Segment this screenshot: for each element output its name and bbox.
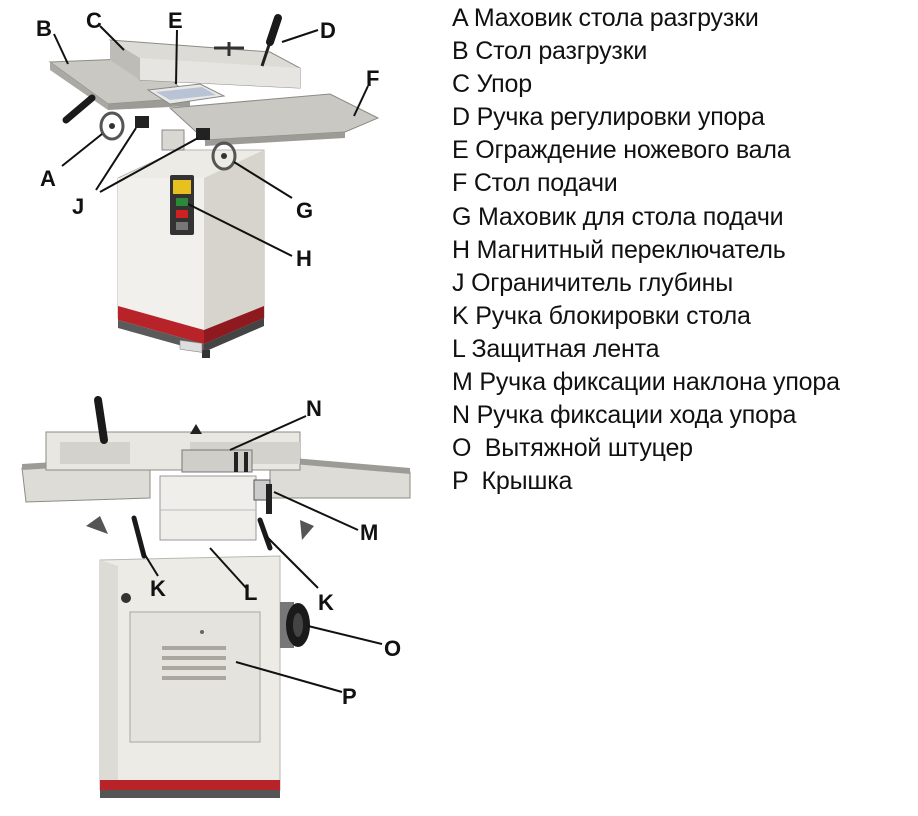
leader-C bbox=[99, 25, 125, 51]
table-lock-handles bbox=[86, 515, 314, 559]
dust-port bbox=[280, 602, 310, 648]
cover-vent-slots bbox=[162, 646, 226, 680]
jointer-rear-view-illustration: N M K L K O P bbox=[21, 396, 411, 798]
magnetic-switch bbox=[170, 175, 194, 235]
leader-H bbox=[187, 203, 293, 257]
outfeed-handwheel bbox=[62, 94, 149, 141]
legend-item-C: C Упор bbox=[452, 70, 532, 99]
leader-J-2 bbox=[99, 137, 199, 193]
callout-O: O bbox=[384, 636, 401, 661]
leader-N bbox=[229, 415, 307, 451]
cabinet-stand bbox=[99, 555, 281, 798]
callout-A: A bbox=[40, 166, 56, 191]
leader-G bbox=[233, 161, 293, 199]
callout-N: N bbox=[306, 396, 322, 421]
fence bbox=[108, 39, 301, 89]
legend-item-J: J Ограничитель глубины bbox=[452, 268, 733, 297]
legend-item-E: E Ограждение ножевого вала bbox=[452, 136, 791, 165]
callout-B: B bbox=[36, 16, 52, 41]
callout-H: H bbox=[296, 246, 312, 271]
legend-item-A: A Маховик стола разгрузки bbox=[452, 4, 759, 32]
callout-P: P bbox=[342, 684, 357, 709]
callout-C: C bbox=[86, 8, 102, 33]
tables-assembly bbox=[21, 431, 411, 503]
legend-item-B: B Стол разгрузки bbox=[452, 37, 648, 66]
leader-K-2 bbox=[265, 535, 319, 589]
legend-item-M: M Ручка фиксации наклона упора bbox=[452, 368, 840, 397]
callout-G: G bbox=[296, 198, 313, 223]
legend-item-D: D Ручка регулировки упора bbox=[452, 103, 765, 132]
legend-item-H: H Магнитный переключатель bbox=[452, 235, 786, 264]
parts-legend: A Маховик стола разгрузки B Стол разгруз… bbox=[452, 2, 918, 498]
fence-handle bbox=[94, 396, 108, 444]
legend-item-N: N Ручка фиксации хода упора bbox=[452, 401, 797, 430]
leader-D bbox=[281, 29, 319, 43]
legend-item-F: F Стол подачи bbox=[452, 169, 618, 198]
fence-adjust-handle bbox=[214, 14, 282, 67]
callout-J: J bbox=[72, 194, 84, 219]
leader-B bbox=[53, 33, 69, 65]
cutterhead-housing bbox=[159, 424, 272, 541]
leader-A bbox=[61, 133, 103, 167]
callout-E: E bbox=[168, 8, 183, 33]
legend-item-G: G Маховик для стола подачи bbox=[452, 202, 784, 231]
callout-L: L bbox=[244, 580, 257, 605]
jointer-front-view-illustration: B C E D F A J G H bbox=[36, 8, 379, 358]
leader-M bbox=[273, 491, 359, 531]
callout-K-left: K bbox=[150, 576, 166, 601]
leader-E bbox=[175, 29, 178, 85]
legend-item-O: O Вытяжной штуцер bbox=[452, 434, 693, 463]
leader-L bbox=[209, 547, 249, 591]
legend-item-K: K Ручка блокировки стола bbox=[452, 301, 751, 330]
leader-O bbox=[307, 625, 383, 645]
callout-D: D bbox=[320, 18, 336, 43]
leader-F bbox=[353, 85, 369, 117]
legend-item-L: L Защитная лента bbox=[452, 334, 660, 363]
legend-item-P: P Крышка bbox=[452, 467, 573, 496]
callout-M: M bbox=[360, 520, 378, 545]
infeed-handwheel bbox=[161, 128, 237, 171]
callout-F: F bbox=[366, 66, 379, 91]
leader-J-1 bbox=[95, 127, 137, 191]
cutterhead-guard bbox=[146, 83, 226, 105]
leader-K-1 bbox=[141, 549, 159, 577]
leader-P bbox=[235, 661, 343, 693]
callout-K-right: K bbox=[318, 590, 334, 615]
